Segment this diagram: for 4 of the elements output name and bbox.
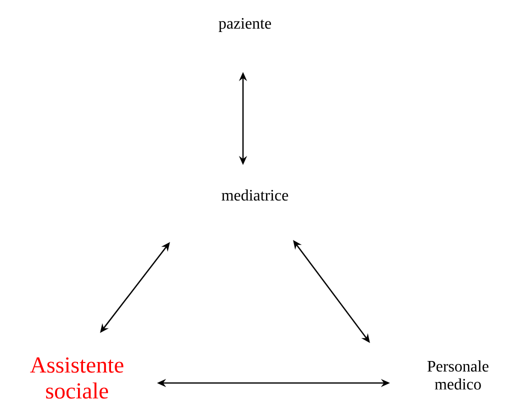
node-label: Personale medico: [427, 360, 488, 390]
node-label: paziente: [218, 18, 271, 32]
node-label: Assistente sociale: [30, 357, 124, 399]
node-label: mediatrice: [222, 189, 288, 201]
